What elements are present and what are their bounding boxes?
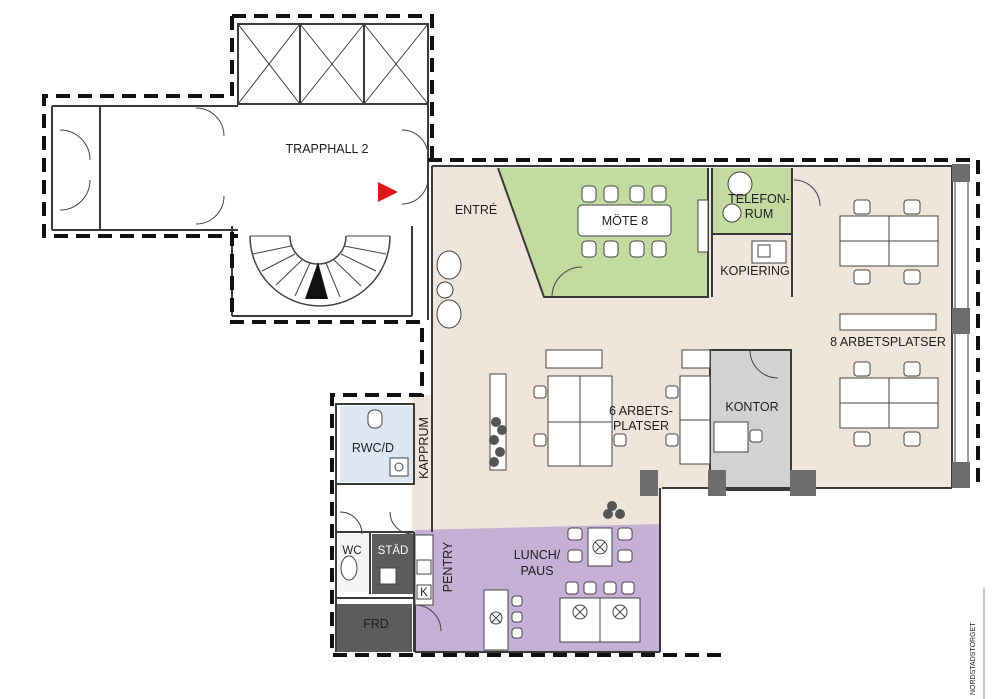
- phone-room-floor: [712, 168, 792, 234]
- label-8-arbetsplatser: 8 ARBETSPLATSER: [830, 335, 946, 349]
- label-street: NORDSTADSTORGET: [970, 622, 977, 695]
- label-frd: FRD: [363, 617, 389, 631]
- workstations-6: [489, 349, 711, 471]
- label-pentry: PENTRY: [441, 541, 455, 592]
- wc-fixtures: [340, 555, 397, 585]
- stad-floor: [372, 534, 414, 594]
- label-k-marker: K: [420, 587, 428, 599]
- meeting-table: [577, 185, 709, 258]
- lounge-chairs: [436, 250, 462, 329]
- office-floor: [710, 350, 791, 490]
- label-lunch-2: PAUS: [520, 564, 553, 578]
- pentry-furniture: [414, 527, 641, 651]
- phone-room-furniture: [722, 171, 787, 264]
- label-stad: STÄD: [378, 545, 409, 557]
- label-trapphall: TRAPPHALL 2: [286, 142, 369, 156]
- doors: [59, 107, 821, 632]
- staircase: [249, 235, 391, 307]
- label-telefon-1: TELEFON-: [728, 192, 790, 206]
- columns: [640, 164, 970, 496]
- plants: [489, 417, 625, 519]
- entry-marker: [378, 182, 398, 202]
- office-desk: [713, 421, 763, 453]
- kapprum-floor: [412, 395, 434, 535]
- label-mote: MÖTE 8: [602, 214, 649, 228]
- label-lunch-1: LUNCH/: [514, 548, 561, 562]
- workstations-8: [839, 199, 939, 447]
- room-labels: TRAPPHALL 2 ENTRÉ MÖTE 8 TELEFON- RUM KO…: [286, 142, 946, 631]
- rwc-fixtures: [367, 409, 409, 477]
- label-telefon-2: RUM: [745, 207, 773, 221]
- dashed-boundary: [42, 14, 980, 657]
- label-kontor: KONTOR: [725, 400, 778, 414]
- label-entre: ENTRÉ: [455, 202, 497, 217]
- label-6-arbetsplatser-2: PLATSER: [613, 419, 669, 433]
- label-kapprum: KAPPRUM: [417, 417, 431, 479]
- label-wc: WC: [342, 545, 361, 557]
- label-rwc: RWC/D: [352, 441, 394, 455]
- label-6-arbetsplatser-1: 6 ARBETS-: [609, 404, 673, 418]
- frd-floor: [336, 604, 412, 652]
- label-kopiering: KOPIERING: [720, 264, 789, 278]
